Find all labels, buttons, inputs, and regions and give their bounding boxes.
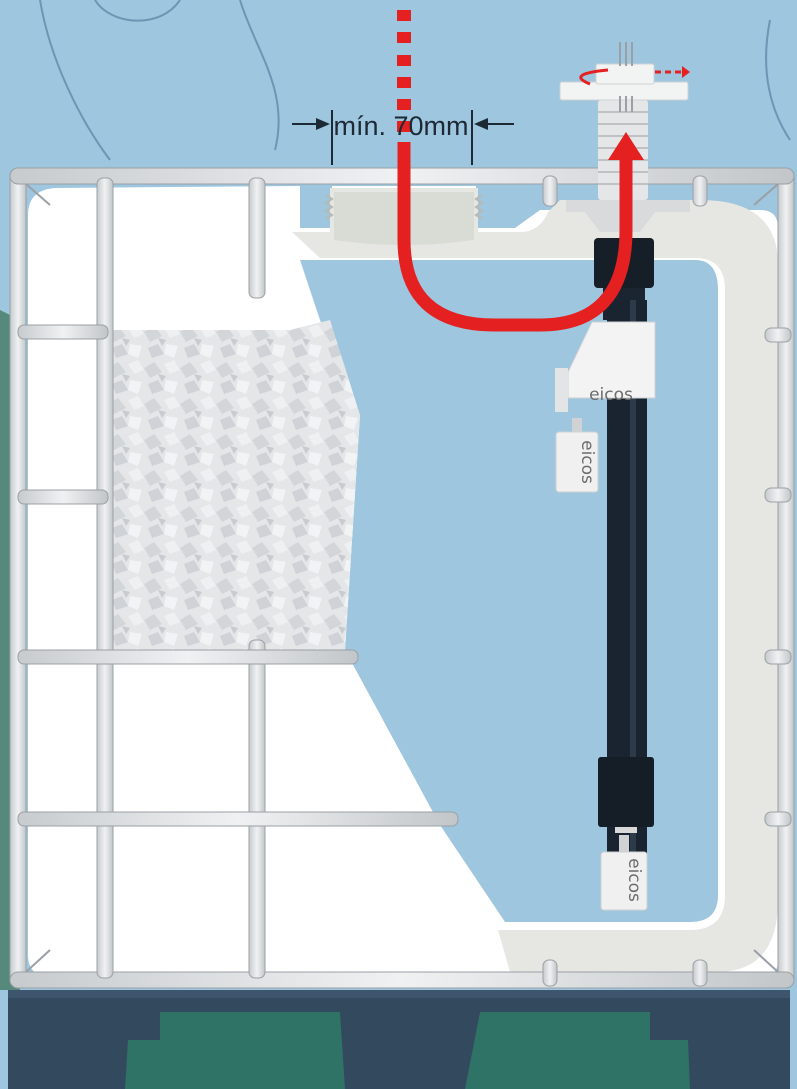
brand-label-float-lower: eicos: [624, 858, 644, 902]
brand-label-float-upper: eicos: [577, 440, 597, 484]
brand-label-bracket: eicos: [589, 385, 633, 405]
pallet: [8, 990, 790, 1089]
dimension-label: mín. 70mm: [333, 111, 468, 141]
cage-panel: [100, 320, 360, 650]
